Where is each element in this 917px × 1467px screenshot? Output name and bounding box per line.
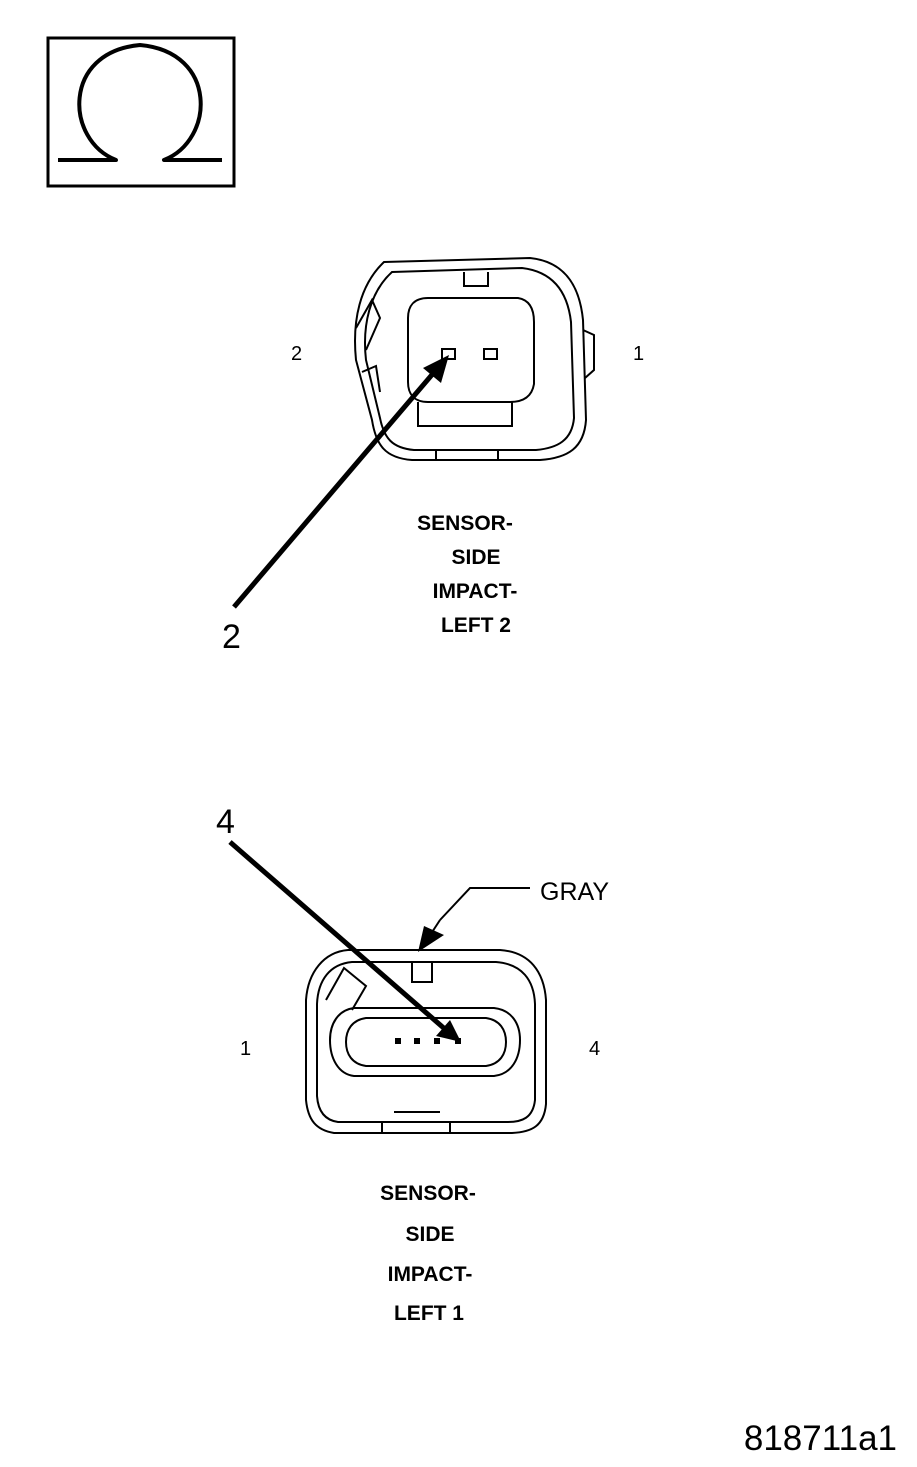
ohm-symbol-frame xyxy=(46,36,236,188)
ohm-icon xyxy=(58,43,222,162)
callout-4-leader xyxy=(228,840,448,1032)
svg-text:LEFT 1: LEFT 1 xyxy=(394,1302,464,1325)
svg-text:SIDE: SIDE xyxy=(405,1223,454,1246)
connector-bottom-pin-left: 1 xyxy=(240,1038,251,1060)
svg-text:IMPACT-: IMPACT- xyxy=(433,580,518,603)
connector-top-pin-left: 2 xyxy=(291,343,302,365)
gray-color-arrowhead xyxy=(418,926,444,952)
svg-text:IMPACT-: IMPACT- xyxy=(388,1263,473,1286)
gray-color-leader xyxy=(439,887,530,921)
connector-top-body xyxy=(354,256,595,461)
callout-2-arrowhead xyxy=(423,355,449,383)
svg-text:SENSOR-: SENSOR- xyxy=(417,512,513,535)
connector-top-callout: 2 xyxy=(222,618,241,656)
connector-bottom-callout: 4 xyxy=(216,803,235,841)
figure-id: 818711a1 xyxy=(744,1419,897,1458)
connector-bottom-body xyxy=(305,949,547,1134)
connector-bottom-caption: SENSOR- SIDE IMPACT- LEFT 1 xyxy=(380,1182,476,1325)
svg-text:SENSOR-: SENSOR- xyxy=(380,1182,476,1205)
svg-text:SIDE: SIDE xyxy=(451,546,500,569)
callout-4-arrowhead xyxy=(436,1020,461,1042)
connector-bottom-pin-right: 4 xyxy=(589,1038,600,1060)
callout-2-leader xyxy=(232,368,438,609)
connector-top-pin-right: 1 xyxy=(633,343,644,365)
ohm-symbol xyxy=(46,36,236,188)
svg-text:LEFT 2: LEFT 2 xyxy=(441,614,511,637)
connector-bottom-color-label: GRAY xyxy=(540,878,609,906)
connector-top-caption: SENSOR- SIDE IMPACT- LEFT 2 xyxy=(417,512,517,637)
